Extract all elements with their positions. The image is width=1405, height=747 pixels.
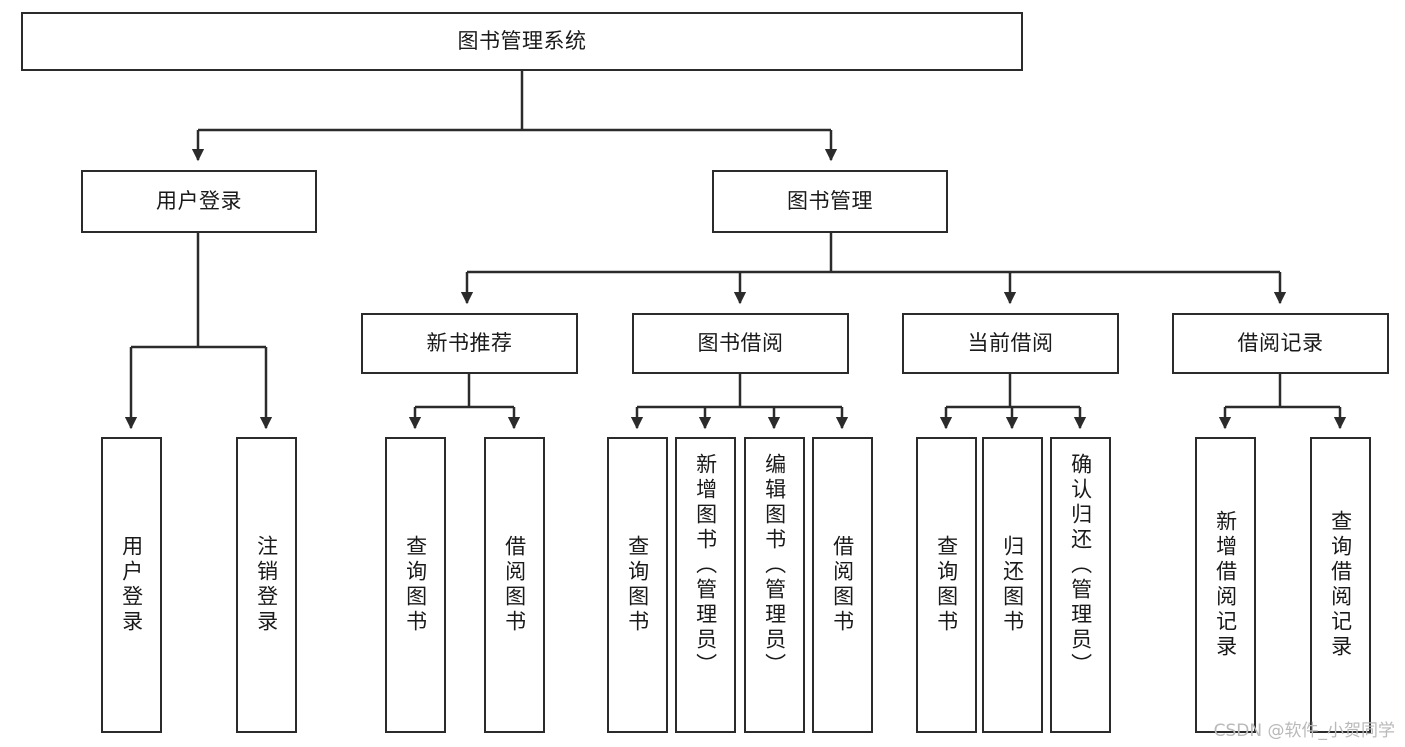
node-leaf-borrow-book[interactable]: 借阅图书 <box>812 437 873 733</box>
node-label: 当前借阅 <box>967 330 1054 355</box>
node-leaf-query-book-current[interactable]: 查询图书 <box>916 437 977 733</box>
node-label: 用户登录 <box>156 188 242 213</box>
node-label: 借阅记录 <box>1237 330 1324 355</box>
node-label: 新增图书（管理员） <box>693 453 718 678</box>
node-label: 借阅图书 <box>502 535 527 635</box>
node-current-borrow[interactable]: 当前借阅 <box>902 313 1119 374</box>
node-leaf-query-book-borrow[interactable]: 查询图书 <box>607 437 668 733</box>
node-user-login[interactable]: 用户登录 <box>81 170 317 233</box>
node-leaf-add-book[interactable]: 新增图书（管理员） <box>675 437 736 733</box>
node-label: 查询借阅记录 <box>1328 510 1353 660</box>
node-leaf-borrow-book-recommend[interactable]: 借阅图书 <box>484 437 545 733</box>
node-label: 归还图书 <box>1000 535 1025 635</box>
node-book-management[interactable]: 图书管理 <box>712 170 948 233</box>
node-root-book-management-system[interactable]: 图书管理系统 <box>21 12 1023 71</box>
node-label: 编辑图书（管理员） <box>762 453 787 678</box>
node-label: 新书推荐 <box>426 330 513 355</box>
node-leaf-query-book-recommend[interactable]: 查询图书 <box>385 437 446 733</box>
node-label: 查询图书 <box>625 535 650 635</box>
watermark: CSDN @软件_小贺同学 <box>1213 721 1395 741</box>
node-leaf-edit-book[interactable]: 编辑图书（管理员） <box>744 437 805 733</box>
node-label: 借阅图书 <box>830 535 855 635</box>
node-leaf-query-borrow-record[interactable]: 查询借阅记录 <box>1310 437 1371 733</box>
node-label: 图书借阅 <box>697 330 784 355</box>
node-leaf-add-borrow-record[interactable]: 新增借阅记录 <box>1195 437 1256 733</box>
node-label: 图书管理系统 <box>457 28 587 53</box>
node-label: 查询图书 <box>934 535 959 635</box>
node-label: 注销登录 <box>254 535 279 635</box>
node-label: 图书管理 <box>787 188 873 213</box>
node-new-book-recommend[interactable]: 新书推荐 <box>361 313 578 374</box>
node-label: 新增借阅记录 <box>1213 510 1238 660</box>
node-leaf-user-logout[interactable]: 注销登录 <box>236 437 297 733</box>
node-book-borrow[interactable]: 图书借阅 <box>632 313 849 374</box>
node-label: 用户登录 <box>119 535 144 635</box>
node-leaf-return-book[interactable]: 归还图书 <box>982 437 1043 733</box>
node-leaf-confirm-return[interactable]: 确认归还（管理员） <box>1050 437 1111 733</box>
node-borrow-record[interactable]: 借阅记录 <box>1172 313 1389 374</box>
node-label: 确认归还（管理员） <box>1068 453 1093 678</box>
node-label: 查询图书 <box>403 535 428 635</box>
node-leaf-user-login[interactable]: 用户登录 <box>101 437 162 733</box>
